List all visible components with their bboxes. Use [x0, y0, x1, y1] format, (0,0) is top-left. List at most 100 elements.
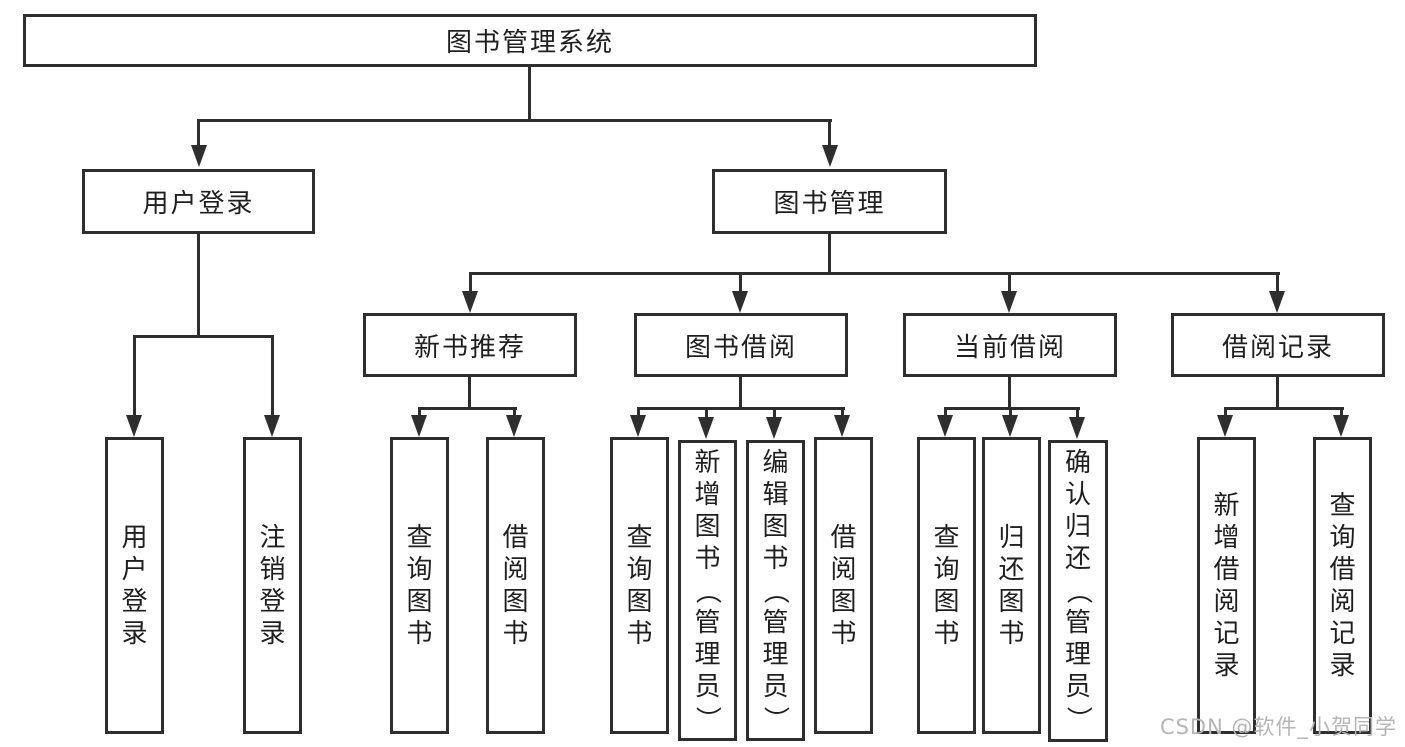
- connector-line: [133, 335, 274, 338]
- arrowhead-down-icon: [411, 415, 427, 437]
- leaf-label-char: 理: [1064, 640, 1091, 670]
- connector-line: [468, 375, 471, 410]
- leaf-label-char: 录: [1329, 650, 1356, 681]
- leaf-label-char: ）: [1062, 705, 1093, 733]
- arrowhead-down-icon: [191, 145, 207, 167]
- leaf-label-char: 书: [694, 543, 721, 574]
- leaf-label-char: 借: [1329, 554, 1356, 585]
- node-label: 图书管理: [773, 189, 886, 219]
- connector-line: [1008, 272, 1011, 292]
- node-book-borrowing: 图书借阅: [634, 313, 848, 377]
- connector-line: [469, 272, 472, 292]
- connector-line: [945, 407, 1080, 410]
- leaf-label-char: （: [692, 577, 723, 604]
- arrowhead-down-icon: [264, 415, 280, 437]
- leaf-label-char: 确: [1064, 448, 1091, 478]
- leaf-label-char: 图: [406, 586, 433, 617]
- arrowhead-down-icon: [732, 291, 748, 313]
- arrowhead-down-icon: [1217, 415, 1233, 437]
- leaf-label-char: 书: [406, 618, 433, 649]
- arrowhead-down-icon: [126, 415, 142, 437]
- leaf-label-char: 图: [762, 511, 789, 542]
- node-user-login: 用户登录: [82, 169, 315, 234]
- csdn-watermark: CSDN @软件_小贺同学: [1159, 715, 1397, 739]
- arrowhead-down-icon: [506, 415, 522, 437]
- leaf-label-char: ）: [760, 705, 791, 732]
- leaf-label-char: 登: [259, 586, 286, 617]
- leaf-label-char: 借: [502, 522, 529, 553]
- leaf-label-char: 注: [259, 522, 286, 553]
- connector-line: [1225, 407, 1344, 410]
- arrowhead-down-icon: [1333, 415, 1349, 437]
- connector-line: [637, 407, 640, 417]
- leaf-label-char: 录: [121, 618, 148, 649]
- connector-line: [828, 232, 831, 275]
- leaf-label-char: 书: [626, 618, 653, 649]
- arrowhead-down-icon: [1069, 417, 1085, 439]
- leaf-label-char: 辑: [762, 479, 789, 510]
- leaf-confirm-return-admin: 确认归还（管理员）: [1048, 440, 1108, 742]
- connector-line: [1009, 407, 1012, 417]
- leaf-label-char: 员: [694, 671, 721, 702]
- connector-line: [773, 407, 776, 419]
- leaf-label-char: 查: [406, 522, 433, 553]
- leaf-label-char: 归: [1064, 512, 1091, 542]
- leaf-label-char: 员: [1064, 672, 1091, 702]
- leaf-label-char: （: [760, 577, 791, 604]
- leaf-label-char: 询: [406, 554, 433, 585]
- leaf-label-char: 借: [1213, 554, 1240, 585]
- leaf-logout: 注销登录: [243, 437, 302, 734]
- leaf-label-char: 管: [694, 607, 721, 638]
- leaf-query-borrow-record: 查询借阅记录: [1313, 437, 1372, 734]
- node-label: 借阅记录: [1221, 332, 1334, 363]
- node-book-management: 图书管理: [712, 169, 947, 234]
- leaf-label-char: 增: [1213, 522, 1240, 553]
- node-label: 用户登录: [142, 189, 255, 219]
- leaf-label-char: 销: [259, 554, 286, 585]
- leaf-label-char: 记: [1213, 618, 1240, 649]
- leaf-label-char: 登: [121, 586, 148, 617]
- connector-line: [638, 407, 845, 410]
- connector-line: [1340, 407, 1343, 417]
- leaf-label-char: 查: [626, 522, 653, 553]
- connector-line: [739, 375, 742, 410]
- leaf-label-char: 图: [830, 586, 857, 617]
- leaf-query-books-borrowing: 查询图书: [610, 437, 669, 734]
- arrowhead-down-icon: [1001, 291, 1017, 313]
- arrowhead-down-icon: [630, 415, 646, 437]
- leaf-label-char: 录: [259, 618, 286, 649]
- leaf-label-char: 还: [1064, 544, 1091, 574]
- node-label: 图书借阅: [684, 332, 797, 363]
- leaf-label-char: 归: [998, 522, 1025, 553]
- leaf-query-books-recommend: 查询图书: [390, 437, 449, 734]
- leaf-label-char: 书: [830, 618, 857, 649]
- arrowhead-down-icon: [766, 417, 782, 439]
- connector-line: [133, 335, 136, 417]
- connector-line: [841, 407, 844, 417]
- leaf-label-char: 编: [762, 447, 789, 478]
- node-current-borrowing: 当前借阅: [903, 313, 1117, 377]
- connector-line: [1276, 375, 1279, 410]
- leaf-label-char: 图: [998, 586, 1025, 617]
- leaf-label-char: 询: [1329, 522, 1356, 553]
- leaf-label-char: 询: [933, 554, 960, 585]
- connector-line: [1076, 407, 1079, 419]
- connector-line: [198, 119, 832, 122]
- leaf-label-char: 图: [694, 511, 721, 542]
- connector-line: [944, 407, 947, 417]
- leaf-label-char: 查: [933, 522, 960, 553]
- leaf-label-char: 用: [121, 522, 148, 553]
- leaf-label-char: 询: [626, 554, 653, 585]
- leaf-label-char: 书: [762, 543, 789, 574]
- leaf-label-char: 书: [502, 618, 529, 649]
- leaf-query-books-current: 查询图书: [917, 437, 976, 734]
- leaf-label-char: 录: [1213, 650, 1240, 681]
- leaf-label-char: 员: [762, 671, 789, 702]
- leaf-label-char: 理: [694, 639, 721, 670]
- node-library-management-system: 图书管理系统: [23, 14, 1037, 67]
- arrowhead-down-icon: [834, 415, 850, 437]
- leaf-label-char: 户: [121, 554, 148, 585]
- leaf-return-book: 归还图书: [982, 437, 1041, 734]
- leaf-label-char: 阅: [830, 554, 857, 585]
